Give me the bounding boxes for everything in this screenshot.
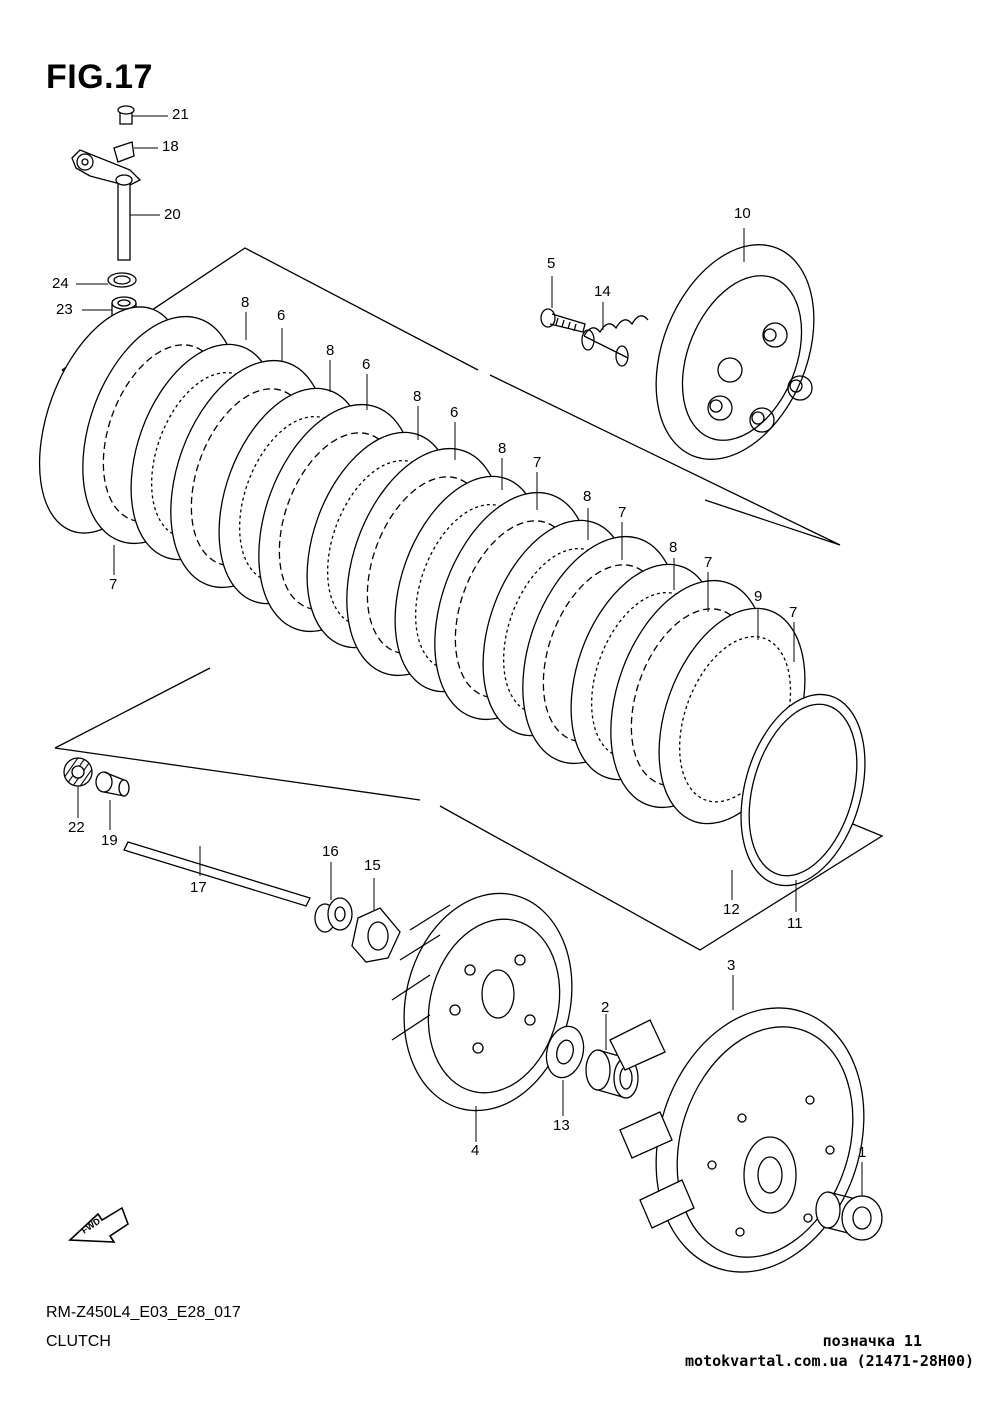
callout-17: 17 [190, 879, 207, 896]
callout-24: 24 [52, 275, 69, 292]
callout-8: 8 [413, 388, 422, 405]
plate-pack [38, 306, 806, 825]
callout-2: 2 [601, 999, 610, 1016]
callout-10: 10 [734, 205, 751, 222]
callout-6: 6 [362, 356, 371, 373]
release-lever [71, 105, 142, 261]
callout-7: 7 [618, 504, 627, 521]
callout-6: 6 [277, 307, 286, 324]
callout-8: 8 [326, 342, 335, 359]
pressure-plate-10 [655, 244, 815, 460]
callout-7: 7 [789, 604, 798, 621]
figure-name: CLUTCH [46, 1333, 111, 1350]
needle-bearing-2 [585, 1049, 639, 1099]
callout-23: 23 [56, 301, 73, 318]
callout-4: 4 [471, 1142, 480, 1159]
fwd-arrow-icon [68, 1206, 129, 1243]
lock-washer-15 [351, 907, 401, 963]
callout-5: 5 [547, 255, 556, 272]
callout-22: 22 [68, 819, 85, 836]
callout-8: 8 [498, 440, 507, 457]
clutch-housing-3 [609, 1007, 865, 1273]
callout-3: 3 [727, 957, 736, 974]
figure-title: FIG.17 [46, 58, 153, 96]
callout-20: 20 [164, 206, 181, 223]
oil-seal-24 [107, 272, 137, 288]
callout-14: 14 [594, 283, 611, 300]
callout-13: 13 [553, 1117, 570, 1134]
bolt-5 [540, 308, 586, 333]
callout-8: 8 [669, 539, 678, 556]
callout-12: 12 [723, 901, 740, 918]
thrust-washer-19 [95, 771, 130, 797]
callout-7: 7 [533, 454, 542, 471]
callout-21: 21 [172, 106, 189, 123]
callout-9: 9 [754, 588, 763, 605]
callout-8: 8 [583, 488, 592, 505]
spring-14 [581, 315, 649, 367]
callout-11: 11 [787, 915, 803, 932]
site-reference: motokvartal.com.ua (21471-28H00) [685, 1352, 974, 1370]
callout-15: 15 [364, 857, 381, 874]
oil-seal-22 [63, 757, 93, 787]
callout-19: 19 [101, 832, 118, 849]
bearing-16 [314, 897, 353, 933]
pushrod-17 [123, 841, 311, 907]
callout-6: 6 [450, 404, 459, 421]
callout-7: 7 [109, 576, 118, 593]
plate-pack-frame [54, 667, 884, 951]
clutch-hub-4 [391, 892, 573, 1112]
spacer-1 [815, 1191, 883, 1241]
model-code: RM-Z450L4_E03_E28_017 [46, 1304, 241, 1321]
callout-7: 7 [704, 554, 713, 571]
note-text: позначка 11 [822, 1332, 922, 1350]
leader-lines [76, 115, 863, 1196]
callout-8: 8 [241, 294, 250, 311]
wire-ring-11 [740, 693, 866, 887]
callout-16: 16 [322, 843, 339, 860]
thrust-washer-13 [545, 1025, 585, 1079]
callout-18: 18 [162, 138, 179, 155]
callout-1: 1 [858, 1144, 867, 1161]
